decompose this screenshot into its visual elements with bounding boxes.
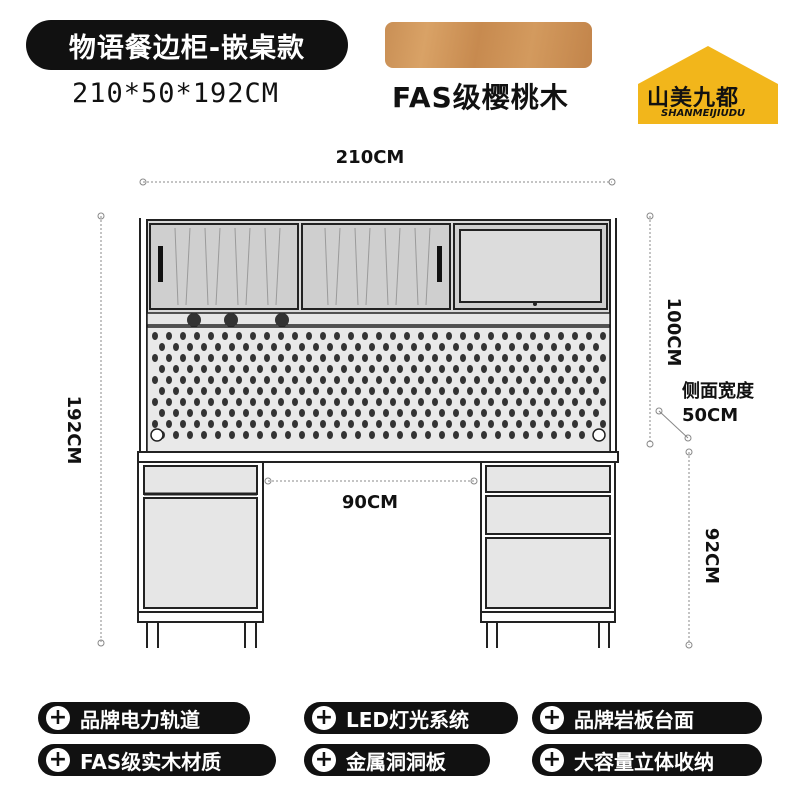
- depth-dimension-line: [655, 407, 692, 442]
- feature-pill: + FAS级实木材质: [38, 744, 276, 776]
- total-height-label: 192CM: [63, 396, 84, 465]
- width-dimension-line: [139, 178, 616, 186]
- feature-pill: + 品牌岩板台面: [532, 702, 762, 734]
- door-handle: [437, 246, 442, 282]
- feature-label: 金属洞洞板: [346, 749, 446, 774]
- feature-pill: + 金属洞洞板: [304, 744, 490, 776]
- lower-height-dimension-line: [685, 448, 693, 649]
- side-depth-value: 50CM: [682, 405, 739, 426]
- lower-left-cabinet: [137, 461, 264, 648]
- house-logo-icon: [638, 46, 778, 124]
- feature-label: 品牌岩板台面: [574, 707, 694, 732]
- plus-icon: +: [46, 748, 70, 772]
- fluted-glass-pattern: [174, 227, 431, 306]
- plus-icon: +: [540, 748, 564, 772]
- pegboard-panel: [146, 326, 611, 453]
- lower-right-cabinet: [480, 461, 616, 648]
- feature-label: 品牌电力轨道: [80, 707, 200, 732]
- desk-gap-dimension-line: [264, 477, 478, 485]
- door-handle: [158, 246, 163, 282]
- wood-label: FAS级樱桃木: [392, 81, 569, 114]
- feature-label: FAS级实木材质: [80, 749, 222, 774]
- desktop-slab: [137, 451, 619, 463]
- side-depth-text: 侧面宽度: [682, 381, 754, 402]
- total-width-label: 210CM: [336, 147, 405, 168]
- height-dimension-line: [97, 212, 105, 647]
- power-track: [146, 312, 611, 327]
- plus-icon: +: [46, 706, 70, 730]
- upper-height-dimension-line: [646, 212, 654, 448]
- feature-pill: + 品牌电力轨道: [38, 702, 250, 734]
- feature-pill: + LED灯光系统: [304, 702, 518, 734]
- feature-label: 大容量立体收纳: [574, 749, 714, 774]
- side-depth-label: 侧面宽度 50CM: [682, 380, 754, 428]
- brand-name: 山美九都: [647, 86, 740, 111]
- product-dimensions: 210*50*192CM: [72, 78, 280, 109]
- feature-label: LED灯光系统: [346, 707, 470, 732]
- pegboard-holes: [152, 332, 606, 439]
- feature-pill: + 大容量立体收纳: [532, 744, 762, 776]
- plus-icon: +: [540, 706, 564, 730]
- lower-height-label: 92CM: [701, 528, 722, 584]
- product-title: 物语餐边柜-嵌桌款: [26, 20, 348, 70]
- brand-logo: 山美九都 SHANMEIJIUDU: [633, 44, 783, 126]
- plus-icon: +: [312, 748, 336, 772]
- brand-romanized: SHANMEIJIUDU: [661, 108, 746, 119]
- wood-swatch: [385, 22, 592, 68]
- desk-gap-label: 90CM: [342, 492, 398, 513]
- upper-height-label: 100CM: [663, 298, 684, 367]
- plus-icon: +: [312, 706, 336, 730]
